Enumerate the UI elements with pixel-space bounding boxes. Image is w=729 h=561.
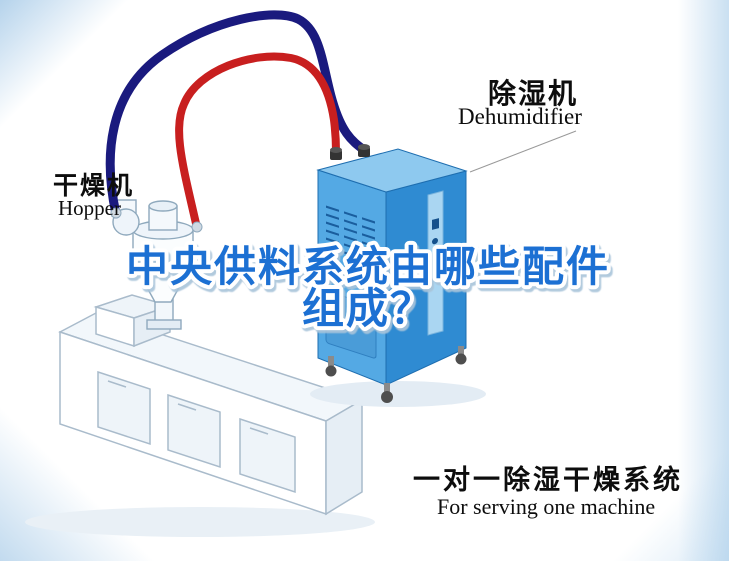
dehumidifier-label-en: Dehumidifier xyxy=(458,104,582,129)
return-air-hose xyxy=(175,52,340,232)
vent-grille xyxy=(325,205,377,359)
main-title-line1: 中央供料系统由哪些配件 xyxy=(126,243,610,290)
hose-fittings xyxy=(110,144,370,233)
extruder-machine-illustration xyxy=(25,294,375,537)
hopper-label-cn: 干燥机 xyxy=(53,172,135,200)
hopper-label-en: Hopper xyxy=(58,196,121,220)
caption-en: For serving one machine xyxy=(437,494,656,519)
control-panel xyxy=(427,190,444,336)
casters xyxy=(325,346,467,403)
hopper-dryer-illustration xyxy=(111,199,194,330)
main-title-line2: 组成？ xyxy=(302,285,434,332)
caption-cn: 一对一除湿干燥系统 xyxy=(413,465,683,495)
label-leader-line xyxy=(469,130,577,173)
dehumidifier-label-cn: 除湿机 xyxy=(488,78,579,109)
dehumidifier-illustration xyxy=(310,148,486,407)
main-title: 中央供料系统由哪些配件 组成？ xyxy=(122,239,612,336)
